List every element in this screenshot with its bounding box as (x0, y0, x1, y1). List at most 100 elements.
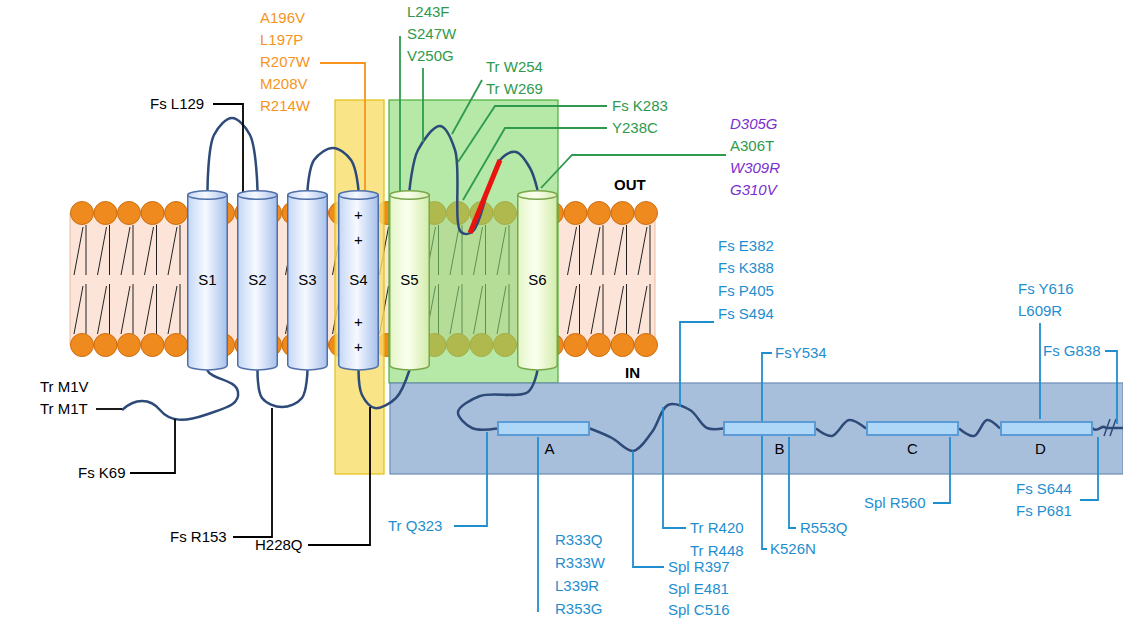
helix-domain: C (866, 421, 959, 436)
mutation-label: R353G (555, 600, 603, 617)
mutation-label: Fs K283 (612, 97, 668, 114)
leader-line (463, 128, 607, 200)
leader-line (789, 437, 796, 528)
transmembrane-helix: S5 (389, 190, 430, 370)
lipid-head (564, 334, 587, 357)
transmembrane-helix: ++S4++ (338, 190, 379, 370)
mutation-label: R333Q (555, 531, 603, 548)
mutation-label: Fs K388 (718, 259, 774, 276)
lipid-bilayer (70, 213, 655, 345)
mutation-label: L609R (1018, 302, 1062, 319)
leader-line (452, 80, 482, 134)
leader-line (320, 63, 365, 203)
mutation-label: Fs R153 (170, 528, 227, 545)
lipid-tails (74, 225, 650, 334)
leader-line (933, 437, 950, 503)
mutation-label: Fs E382 (718, 237, 774, 254)
lipid-head (118, 334, 141, 357)
helix-top (390, 191, 430, 200)
mutation-label: Tr M1T (40, 400, 88, 417)
backbone-loop (816, 420, 866, 436)
mutation-label: L197P (260, 31, 303, 48)
helix-label: S1 (198, 271, 216, 288)
pore-region (389, 100, 558, 383)
domain-label: D (1035, 440, 1046, 457)
mutation-label: R553Q (800, 519, 848, 536)
helix-top (188, 191, 228, 200)
leader-line (458, 106, 607, 162)
mutation-label: W309R (730, 159, 780, 176)
mutation-label: Fs Y616 (1018, 280, 1074, 297)
lipid-head (564, 202, 587, 225)
lipid-tail (121, 225, 133, 334)
mutation-label: Fs S494 (718, 305, 774, 322)
mutation-label: H228Q (255, 536, 303, 553)
domain-label: C (907, 440, 918, 457)
mutation-label: R214W (260, 97, 310, 114)
leader-line (213, 104, 243, 205)
leader-lines-black (96, 104, 370, 545)
mutation-label: Fs P681 (1016, 502, 1072, 519)
mutation-label: V250G (407, 47, 454, 64)
side-label: IN (625, 364, 640, 381)
backbone-loop (359, 370, 410, 408)
domain-label: B (774, 440, 784, 457)
mutation-label: Tr R420 (690, 519, 744, 536)
voltage-sensor-region (335, 100, 384, 474)
helix-label: S5 (400, 271, 418, 288)
lipid-head (165, 334, 188, 357)
leader-line (1105, 351, 1117, 424)
mutation-label: A306T (730, 137, 774, 154)
helix-label: S4 (349, 271, 367, 288)
mutation-label: Fs G838 (1043, 342, 1101, 359)
mutation-label: R207W (260, 53, 310, 70)
cytoplasm-band (390, 383, 1123, 474)
n-terminus (122, 370, 238, 420)
lipid-head (165, 202, 188, 225)
helix-label: + (354, 338, 363, 355)
backbone-loop (257, 370, 307, 407)
cytoplasm-region: ABCDIN (390, 383, 1123, 474)
mutation-label: Fs K69 (78, 464, 126, 481)
leader-line (663, 407, 686, 528)
lipid-head (141, 202, 164, 225)
mutation-label: Tr W269 (486, 80, 543, 97)
lipid-tail (615, 225, 627, 334)
lipid-head (611, 202, 634, 225)
helix-top (288, 191, 328, 200)
lipid-tail (638, 225, 650, 334)
mutation-label: Tr M1V (40, 378, 89, 395)
mutation-label: Spl R397 (668, 558, 730, 575)
lipid-tail (145, 225, 157, 334)
lipid-head (611, 334, 634, 357)
lipid-tail (591, 225, 603, 334)
transmembrane-helix: S2 (237, 190, 278, 370)
lipid-head (141, 334, 164, 357)
leader-line (1039, 323, 1041, 419)
helix-top (339, 191, 379, 200)
mutation-label: FsY534 (775, 344, 827, 361)
selectivity-filter (470, 160, 500, 233)
domain-label: A (544, 440, 554, 457)
backbone-loop (308, 148, 359, 190)
mutation-label: K526N (770, 540, 816, 557)
helix-label: + (354, 231, 363, 248)
transmembrane-helix: S3 (287, 190, 328, 370)
cytoplasm-fill (390, 383, 1123, 474)
mutation-label: Tr R448 (690, 542, 744, 559)
mutation-label: Spl R560 (864, 494, 926, 511)
leader-line (633, 451, 664, 567)
helix-domain: D (1000, 421, 1093, 436)
mutation-label: L339R (555, 577, 599, 594)
helix-body (188, 195, 228, 370)
helix-top (518, 191, 558, 200)
lipid-tail (98, 225, 110, 334)
helix-body (390, 195, 430, 370)
helix-top (238, 191, 278, 200)
lipid-head (71, 202, 94, 225)
mutation-label: Tr W254 (486, 58, 543, 75)
leader-line (308, 407, 370, 545)
